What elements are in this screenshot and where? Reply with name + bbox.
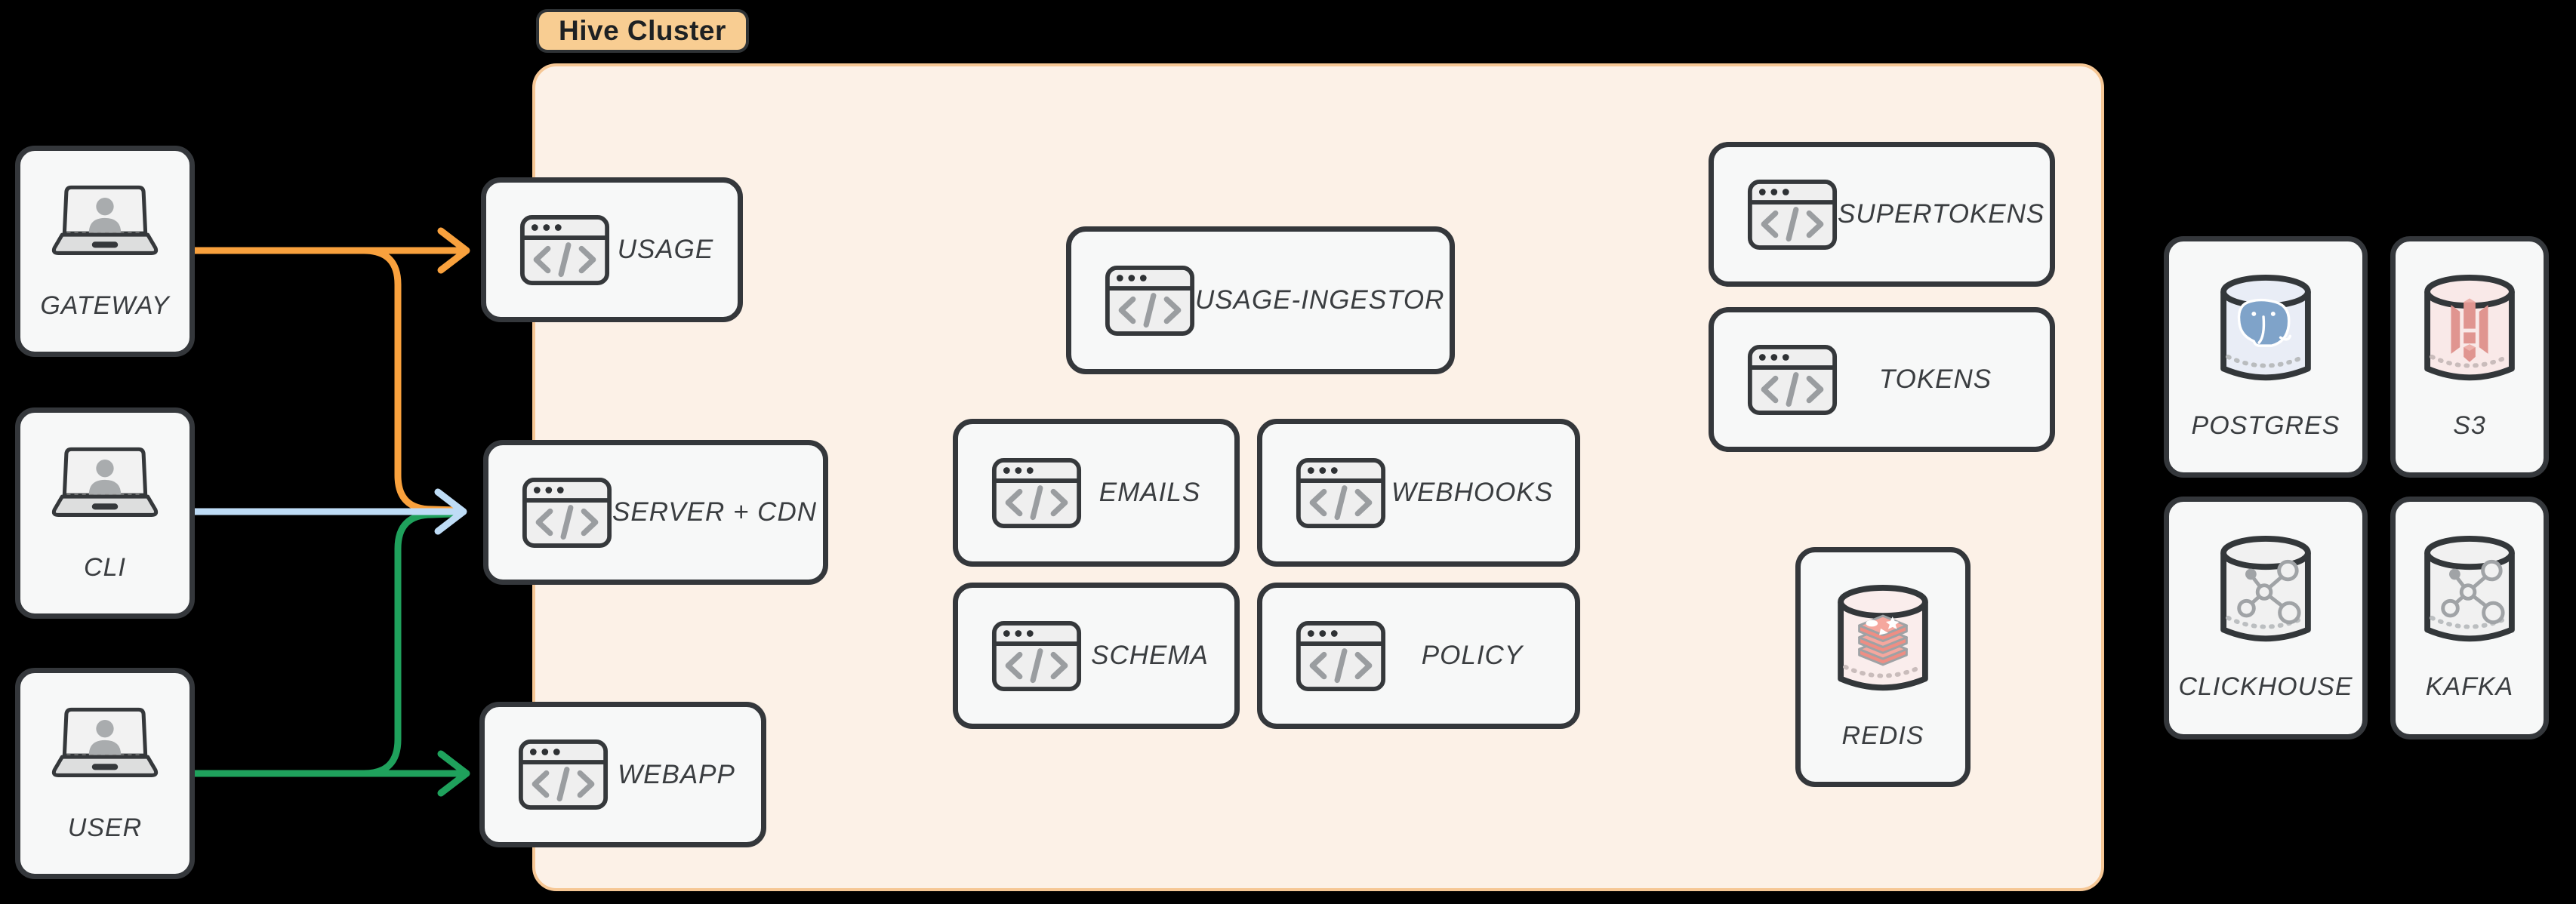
service-supertokens-label: SUPERTOKENS [1838,199,2045,229]
client-cli-label: CLI [84,552,126,582]
code-window-icon [522,477,612,549]
edge-gateway-to-usage-arrowhead [437,227,470,274]
datastore-s3-label: S3 [2453,410,2486,440]
code-window-icon [1296,457,1386,529]
edge-user-to-server-cdn [360,510,457,777]
edge-user-to-webapp-arrowhead [437,750,470,797]
s3-storage-icon [2417,274,2522,389]
code-window-icon [518,739,609,810]
edge-gateway-to-server-cdn [360,247,460,514]
service-tokens-label: TOKENS [1878,364,1992,394]
service-server-cdn-label: SERVER + CDN [612,497,818,527]
service-usage-ingestor-label: USAGE-INGESTOR [1195,285,1445,315]
client-cli-node[interactable]: CLI [15,407,195,619]
datastore-s3-node[interactable]: S3 [2390,236,2549,478]
client-user-label: USER [67,813,143,842]
code-window-icon [991,457,1082,529]
edge-cli-to-server-cdn-arrowhead [434,488,467,535]
service-supertokens-node[interactable]: SUPERTOKENS [1709,142,2055,287]
laptop-user-icon [44,444,166,530]
code-window-icon [1296,620,1386,692]
service-usage-label: USAGE [617,235,714,264]
datastore-kafka-label: KAFKA [2425,672,2514,701]
service-webhooks-label: WEBHOOKS [1391,478,1554,507]
code-window-icon [991,620,1082,692]
clickhouse-database-icon [2214,535,2318,650]
datastore-kafka-node[interactable]: KAFKA [2390,497,2549,739]
datastore-redis-label: REDIS [1841,721,1924,750]
client-gateway-label: GATEWAY [40,291,170,320]
service-schema-label: SCHEMA [1091,641,1209,670]
service-webhooks-node[interactable]: WEBHOOKS [1257,419,1580,567]
laptop-user-icon [44,183,166,269]
datastore-redis-node[interactable]: REDIS [1795,547,1971,787]
postgres-database-icon [2214,274,2318,389]
code-window-icon [1747,344,1838,416]
hive-cluster-label: Hive Cluster [559,15,726,46]
service-policy-label: POLICY [1421,641,1524,670]
service-webapp-label: WEBAPP [618,759,735,789]
redis-database-icon [1831,584,1935,699]
service-server-cdn-node[interactable]: SERVER + CDN [483,440,828,585]
code-window-icon [1105,265,1195,337]
service-emails-node[interactable]: EMAILS [953,419,1240,567]
datastore-postgres-node[interactable]: POSTGRES [2164,236,2368,478]
client-user-node[interactable]: USER [15,668,195,879]
datastore-clickhouse-label: CLICKHOUSE [2178,672,2353,701]
service-webapp-node[interactable]: WEBAPP [479,702,766,847]
client-gateway-node[interactable]: GATEWAY [15,146,195,357]
service-tokens-node[interactable]: TOKENS [1709,307,2055,452]
hive-cluster-badge: Hive Cluster [536,9,749,53]
service-schema-node[interactable]: SCHEMA [953,583,1240,729]
service-usage-node[interactable]: USAGE [481,177,743,322]
service-emails-label: EMAILS [1098,478,1201,507]
laptop-user-icon [44,705,166,791]
datastore-postgres-label: POSTGRES [2191,410,2340,440]
code-window-icon [519,214,610,286]
datastore-clickhouse-node[interactable]: CLICKHOUSE [2164,497,2368,739]
service-policy-node[interactable]: POLICY [1257,583,1580,729]
service-usage-ingestor-node[interactable]: USAGE-INGESTOR [1066,226,1455,374]
code-window-icon [1747,179,1838,251]
kafka-broker-icon [2417,535,2522,650]
